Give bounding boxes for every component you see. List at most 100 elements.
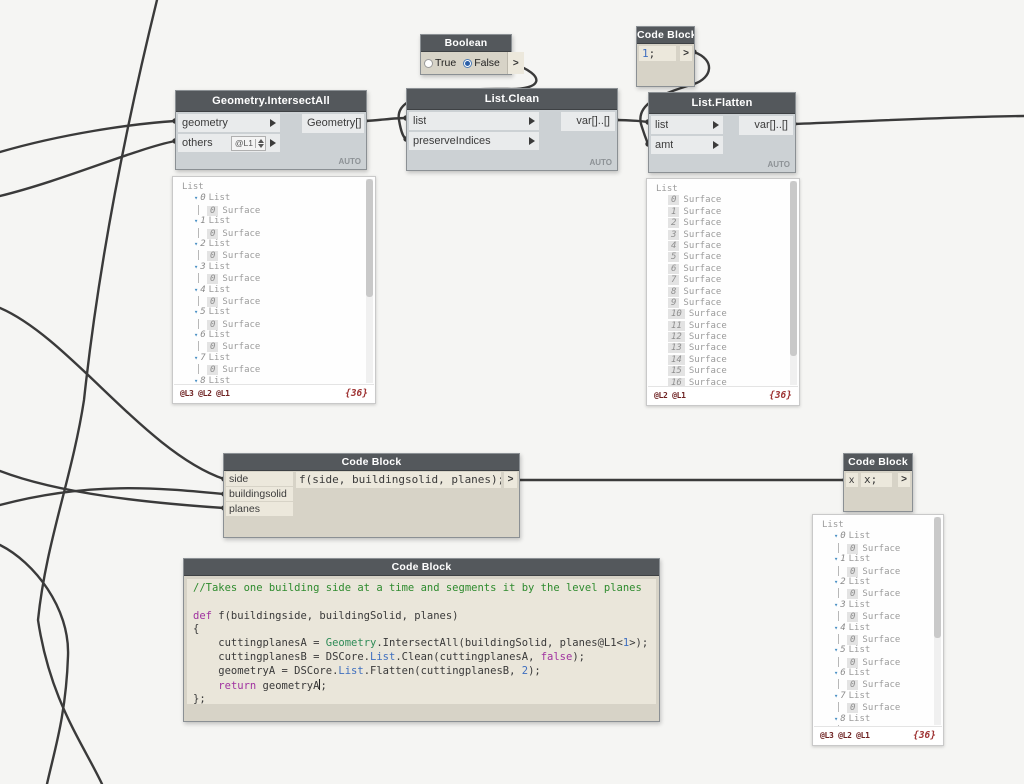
scrollbar[interactable]: [934, 517, 941, 725]
scrollbar-thumb[interactable]: [366, 179, 373, 298]
wire[interactable]: [0, 469, 226, 510]
wire[interactable]: [0, 119, 177, 154]
code-input[interactable]: f(side, buildingsolid, planes);: [296, 472, 501, 488]
code-input[interactable]: 1;: [639, 46, 676, 61]
node-title[interactable]: Code Block: [224, 454, 519, 471]
code-editor[interactable]: //Takes one building side at a time and …: [187, 579, 656, 704]
node-title[interactable]: Code Block: [844, 454, 912, 471]
input-port-buildingsolid[interactable]: buildingsolid: [226, 487, 293, 501]
collapse-icon[interactable]: ▾: [194, 376, 199, 384]
node-code-block-definition[interactable]: Code Block //Takes one building side at …: [183, 558, 660, 722]
output-port[interactable]: >: [506, 52, 524, 74]
input-port-amt[interactable]: amt: [651, 136, 723, 154]
radio-option-true[interactable]: True: [424, 57, 456, 69]
radio-icon[interactable]: [463, 58, 473, 68]
spinner-down-icon[interactable]: [258, 143, 264, 148]
input-port-side[interactable]: side: [226, 472, 293, 486]
output-port-var[interactable]: var[]..[]: [739, 116, 793, 135]
output-port-geometry[interactable]: Geometry[]: [302, 114, 364, 133]
input-port-preserveindices[interactable]: preserveIndices: [409, 132, 539, 150]
code-input[interactable]: x;: [861, 473, 892, 487]
input-port-list[interactable]: list: [409, 112, 539, 130]
wire[interactable]: [792, 114, 1024, 126]
node-list-flatten[interactable]: List.Flatten list amt var[]..[] AUTO: [648, 92, 796, 173]
wire[interactable]: [363, 116, 408, 123]
node-title[interactable]: List.Clean: [407, 89, 617, 110]
lacing-level-spinner[interactable]: @L1: [230, 135, 266, 151]
output-port[interactable]: >: [680, 46, 692, 61]
lacing-levels-label: @L3 @L2 @L1: [820, 731, 870, 740]
output-port[interactable]: >: [504, 472, 517, 488]
collapse-icon[interactable]: ▾: [834, 555, 839, 564]
radio-icon[interactable]: [424, 58, 433, 68]
input-port-planes[interactable]: planes: [226, 502, 293, 516]
radio-option-false[interactable]: False: [463, 57, 500, 69]
collapse-icon[interactable]: ▾: [834, 600, 839, 609]
collapse-icon[interactable]: ▾: [834, 669, 839, 678]
collapse-icon[interactable]: ▾: [194, 217, 199, 226]
input-label: amt: [655, 139, 674, 151]
node-code-block-f[interactable]: Code Block side buildingsolid planes f(s…: [223, 453, 520, 538]
wire[interactable]: [0, 543, 70, 784]
input-label: list: [655, 119, 669, 131]
node-code-block-one[interactable]: Code Block 1; >: [636, 26, 695, 87]
output-port[interactable]: >: [898, 473, 910, 487]
collapse-icon[interactable]: ▾: [834, 714, 839, 723]
wire[interactable]: [36, 0, 159, 784]
output-port-var[interactable]: var[]..[]: [561, 112, 615, 131]
input-port-geometry[interactable]: geometry: [178, 114, 280, 132]
collapse-icon[interactable]: ▾: [834, 532, 839, 541]
node-title[interactable]: Code Block: [184, 559, 659, 576]
wire[interactable]: [614, 118, 650, 124]
node-code-block-x[interactable]: Code Block x x; >: [843, 453, 913, 512]
scrollbar[interactable]: [366, 179, 373, 383]
node-title[interactable]: Code Block: [637, 27, 694, 44]
collapse-icon[interactable]: ▾: [194, 331, 199, 340]
input-port-x[interactable]: x: [846, 473, 858, 487]
spinner-icons[interactable]: [255, 138, 264, 148]
node-list-clean[interactable]: List.Clean list preserveIndices var[]..[…: [406, 88, 618, 171]
collapse-icon[interactable]: ▾: [834, 577, 839, 586]
node-boolean[interactable]: Boolean True False >: [420, 34, 524, 75]
scrollbar-thumb[interactable]: [790, 181, 797, 357]
collapse-icon[interactable]: ▾: [834, 623, 839, 632]
collapse-icon[interactable]: ▾: [194, 285, 199, 294]
port-arrow-icon: [270, 139, 276, 147]
input-port-others[interactable]: others @L1: [178, 134, 280, 152]
item-count-badge: {36}: [345, 388, 368, 399]
node-title[interactable]: List.Flatten: [649, 93, 795, 114]
input-port-list[interactable]: list: [651, 116, 723, 134]
scrollbar[interactable]: [790, 181, 797, 385]
scrollbar-thumb[interactable]: [934, 517, 941, 638]
collapse-icon[interactable]: ▾: [834, 691, 839, 700]
collapse-icon[interactable]: ▾: [834, 646, 839, 655]
collapse-icon[interactable]: ▾: [194, 262, 199, 271]
wire[interactable]: [0, 487, 226, 507]
node-title[interactable]: Boolean: [421, 35, 511, 52]
item-count-badge: {36}: [769, 390, 792, 401]
input-label: preserveIndices: [413, 135, 491, 147]
collapse-icon[interactable]: ▾: [194, 353, 199, 362]
wire[interactable]: [0, 306, 226, 481]
collapse-icon[interactable]: ▾: [194, 239, 199, 248]
node-geometry-intersectall[interactable]: Geometry.IntersectAll geometry others @L…: [175, 90, 367, 170]
collapse-icon[interactable]: ▾: [194, 194, 199, 203]
node-title[interactable]: Geometry.IntersectAll: [176, 91, 366, 112]
preview-footer: @L3 @L2 @L1 {36}: [814, 726, 942, 744]
collapse-icon[interactable]: ▾: [194, 308, 199, 317]
spinner-up-icon[interactable]: [258, 138, 264, 143]
wire[interactable]: [0, 139, 177, 198]
